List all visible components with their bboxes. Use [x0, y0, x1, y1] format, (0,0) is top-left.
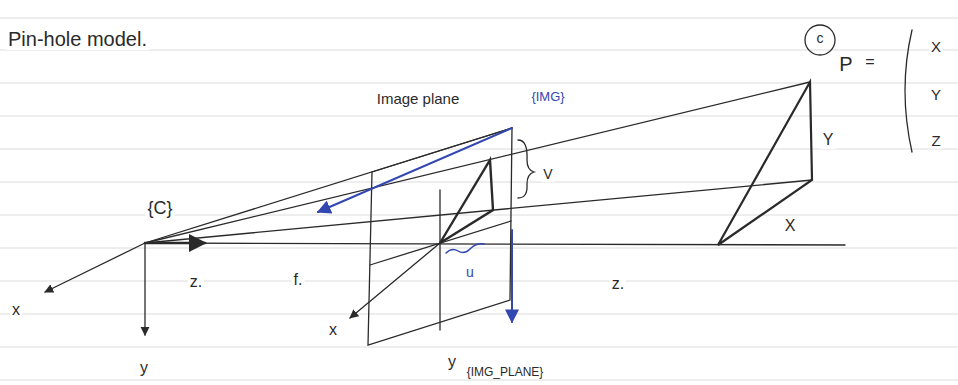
point-name: P	[837, 53, 854, 75]
u-brace	[446, 244, 484, 253]
point-triangle	[718, 82, 812, 245]
axis-label: x	[10, 301, 22, 319]
distance-label: z.	[610, 275, 626, 293]
axis-label: y	[446, 353, 458, 371]
axis-label: y	[138, 359, 150, 377]
coordinate-label: Y	[821, 131, 836, 149]
vector-component: Z	[929, 132, 942, 149]
plane-vertical-line	[439, 190, 440, 330]
frame-name: {IMG_PLANE}	[465, 365, 546, 379]
vector-bracket	[905, 30, 912, 152]
plane-label: Image plane	[375, 90, 462, 107]
coordinate-label: X	[783, 217, 798, 235]
frame-name: {IMG}	[529, 89, 566, 104]
axis-label: z.	[188, 273, 204, 291]
projected-triangle	[440, 160, 493, 243]
img-v-axis	[511, 230, 513, 322]
axis-label: x	[327, 321, 339, 339]
camera-z-axis	[145, 242, 205, 245]
equals-sign: =	[863, 53, 876, 71]
page-title: Pin-hole model.	[6, 28, 149, 50]
ruled-lines	[0, 18, 958, 380]
camera-y-axis	[144, 243, 145, 335]
vector-component: X	[929, 38, 943, 55]
vector-component: Y	[929, 86, 943, 103]
img-u-axis	[318, 128, 512, 212]
plane-x-axis	[350, 243, 440, 318]
image-plane	[368, 128, 512, 345]
optical-axis	[145, 243, 845, 245]
camera-x-axis	[45, 243, 145, 292]
frame-circle	[805, 25, 835, 55]
v-brace	[518, 140, 534, 198]
axis-label: V	[541, 166, 554, 182]
focal-length-label: f.	[292, 271, 305, 289]
frame-name: {C}	[145, 198, 174, 218]
projection-ray	[145, 82, 810, 243]
axis-label: u	[464, 264, 476, 280]
frame-superscript: c	[815, 30, 826, 46]
